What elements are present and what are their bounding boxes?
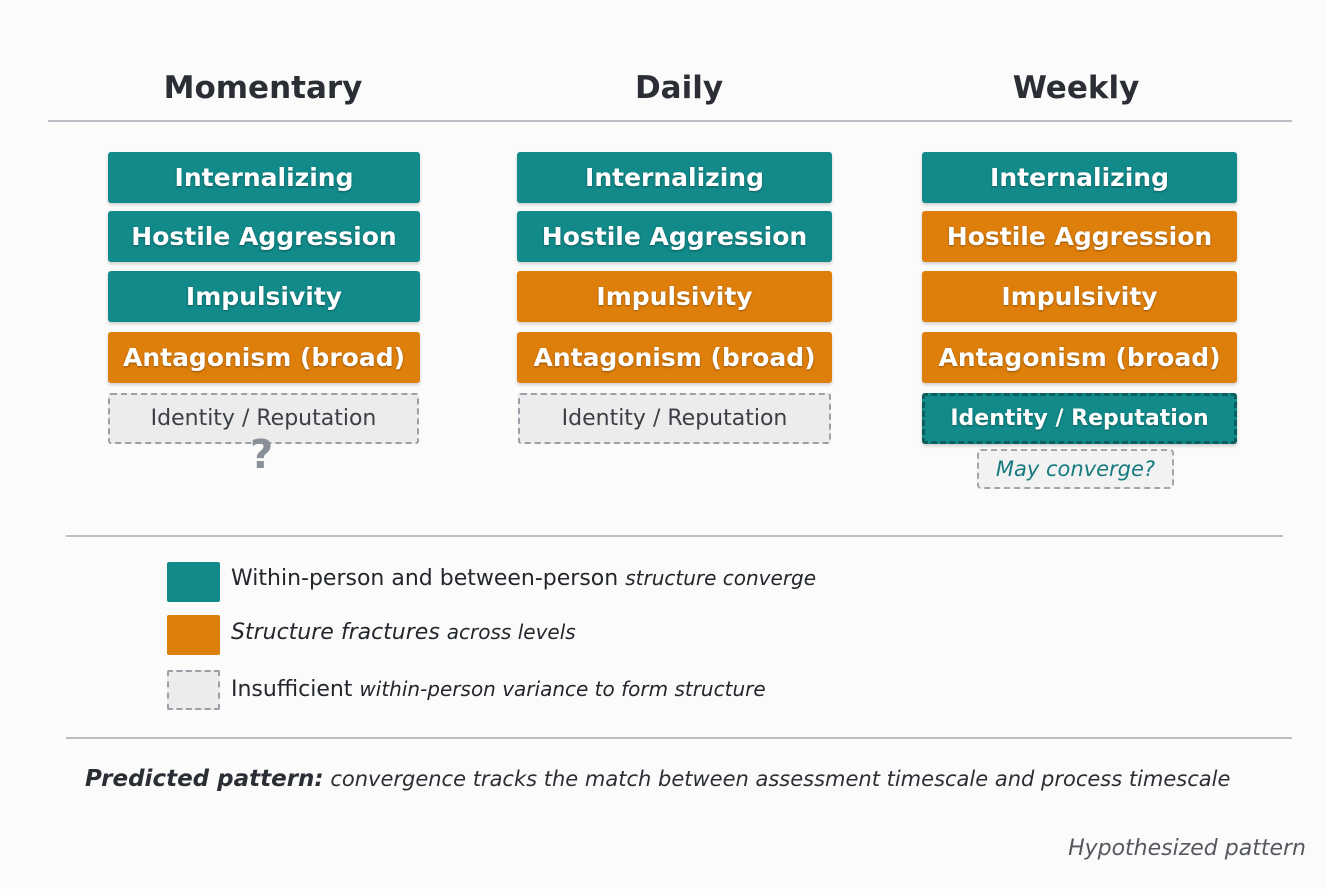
momentary-antagonism: Antagonism (broad) [108, 332, 420, 383]
daily-hostile-aggression: Hostile Aggression [517, 211, 832, 262]
predicted-pattern-text: convergence tracks the match between ass… [330, 767, 1231, 791]
column-header-momentary: Momentary [163, 70, 363, 106]
legend-insufficient-tail: within-person variance to form structure [359, 677, 766, 701]
legend-swatch-insufficient [167, 670, 220, 710]
header-divider [48, 120, 1292, 122]
legend-bottom-divider [66, 737, 1292, 739]
daily-antagonism: Antagonism (broad) [517, 332, 832, 383]
legend-label-converge: Within-person and between-person structu… [231, 566, 816, 591]
weekly-hostile-aggression: Hostile Aggression [922, 211, 1237, 262]
legend-converge-tail: structure converge [625, 566, 817, 590]
legend-converge-main: Within-person and between-person [231, 566, 619, 591]
may-converge-note: May converge? [977, 449, 1174, 489]
column-header-daily: Daily [634, 70, 724, 106]
legend-top-divider [66, 535, 1283, 537]
daily-impulsivity: Impulsivity [517, 271, 832, 322]
legend-fracture-tail: across levels [446, 620, 576, 644]
predicted-pattern-lead: Predicted pattern: [85, 766, 324, 792]
legend-label-fracture: Structure fractures across levels [231, 620, 576, 645]
momentary-identity-reputation: Identity / Reputation [108, 393, 419, 444]
legend-insufficient-main: Insufficient [231, 677, 353, 702]
legend-label-insufficient: Insufficient within-person variance to f… [231, 677, 766, 702]
predicted-pattern-statement: Predicted pattern: convergence tracks th… [85, 766, 1230, 792]
weekly-antagonism: Antagonism (broad) [922, 332, 1237, 383]
momentary-hostile-aggression: Hostile Aggression [108, 211, 420, 262]
column-header-weekly: Weekly [1012, 70, 1140, 106]
legend-swatch-fracture [167, 615, 220, 655]
momentary-internalizing: Internalizing [108, 152, 420, 203]
weekly-identity-reputation: Identity / Reputation [922, 393, 1237, 444]
question-mark-icon: ? [250, 432, 274, 478]
legend-fracture-main: Structure fractures [231, 620, 440, 645]
weekly-internalizing: Internalizing [922, 152, 1237, 203]
daily-internalizing: Internalizing [517, 152, 832, 203]
daily-identity-reputation: Identity / Reputation [518, 393, 831, 444]
weekly-impulsivity: Impulsivity [922, 271, 1237, 322]
legend-swatch-converge [167, 562, 220, 602]
momentary-impulsivity: Impulsivity [108, 271, 420, 322]
hypothesized-pattern-caption: Hypothesized pattern [1068, 836, 1306, 861]
